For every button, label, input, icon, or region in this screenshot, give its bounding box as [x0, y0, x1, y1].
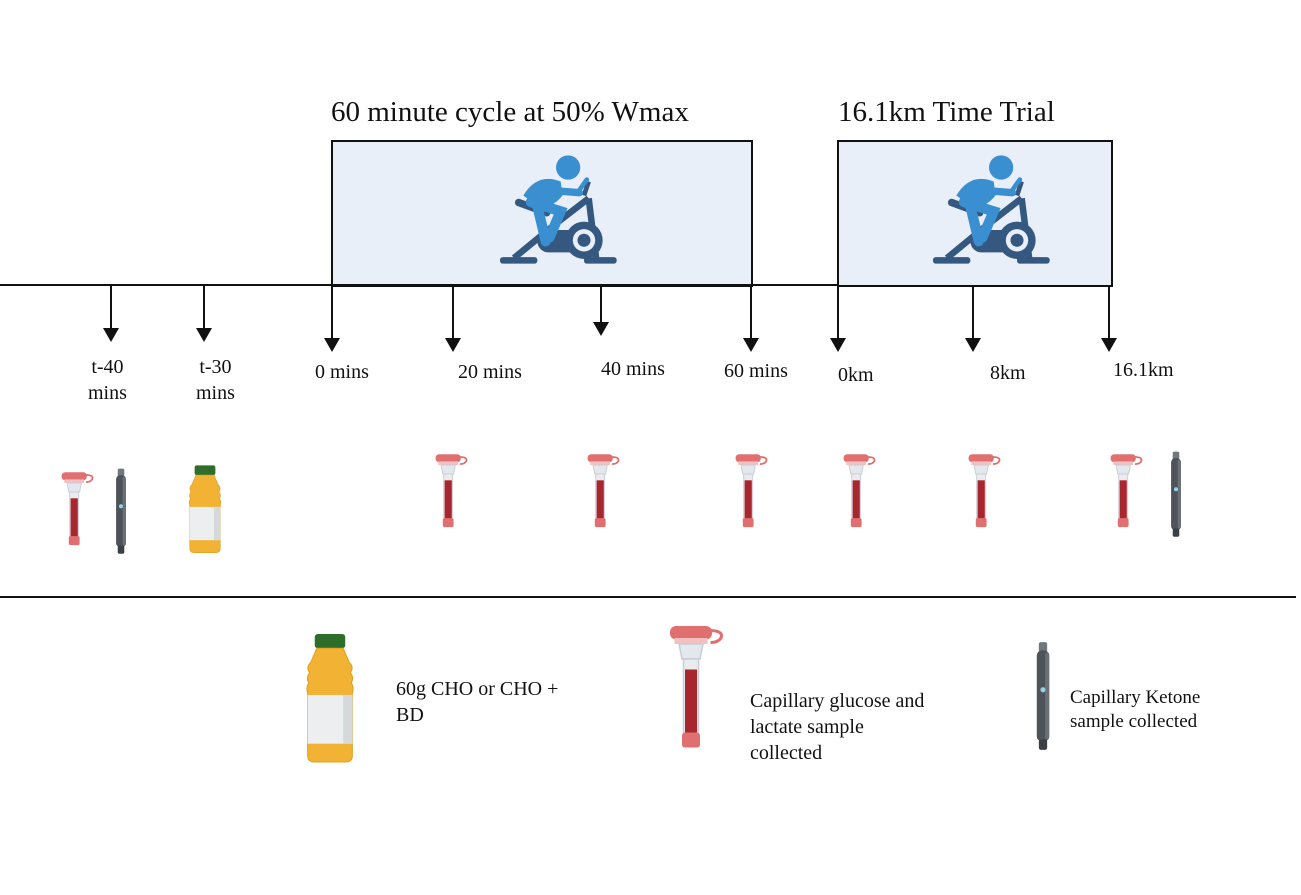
timepoint-label-20-mins: 20 mins	[458, 361, 522, 383]
drink-bottle-icon	[186, 464, 224, 554]
time-trial-box	[837, 140, 1113, 287]
timepoint-arrow	[196, 286, 212, 342]
timepoint-label-line: t-30	[199, 356, 232, 378]
capillary-tube-icon	[965, 450, 1001, 534]
timepoint-arrow	[324, 286, 340, 352]
capillary-tube-icon	[1107, 450, 1143, 534]
timepoint-arrow	[593, 286, 609, 336]
timepoint-label-t-30: t-30 mins	[196, 354, 235, 406]
capillary-tube-icon	[840, 450, 876, 534]
timepoint-arrow	[445, 286, 461, 352]
timepoint-arrow	[965, 286, 981, 352]
timepoint-arrow	[103, 286, 119, 342]
legend-drink-text: 60g CHO or CHO + BD	[396, 676, 558, 728]
capillary-tube-icon	[732, 450, 768, 534]
timepoint-label-0-mins: 0 mins	[315, 361, 369, 383]
capillary-tube-icon	[58, 468, 94, 552]
timepoint-label-60-mins: 60 mins	[724, 360, 788, 382]
legend-line: 60g CHO or CHO +	[396, 678, 559, 700]
legend-line: Capillary glucose and	[750, 690, 925, 712]
ketone-meter-icon	[1167, 450, 1185, 540]
timeline-axis	[0, 284, 838, 286]
capillary-tube-icon	[432, 450, 468, 534]
timepoint-arrow	[743, 286, 759, 352]
ketone-meter-icon	[1032, 640, 1054, 754]
capillary-tube-icon	[664, 620, 724, 758]
ketone-meter-icon	[112, 467, 130, 557]
timepoint-arrow	[830, 286, 846, 352]
cyclist-icon	[486, 142, 626, 277]
cyclist-icon	[919, 142, 1059, 277]
timepoint-label-0km: 0km	[838, 364, 874, 386]
capillary-tube-icon	[584, 450, 620, 534]
legend-divider	[0, 596, 1296, 598]
phase-title-steady-cycle: 60 minute cycle at 50% Wmax	[331, 96, 689, 128]
timepoint-label-line: mins	[196, 382, 235, 404]
legend-line: sample collected	[1070, 711, 1198, 732]
legend-line: collected	[750, 742, 823, 764]
steady-cycle-box	[331, 140, 753, 287]
legend-line: Capillary Ketone	[1070, 687, 1201, 708]
timepoint-label-t-40: t-40 mins	[88, 354, 127, 406]
timepoint-label-line: t-40	[91, 356, 124, 378]
timepoint-label-line: mins	[88, 382, 127, 404]
phase-title-time-trial: 16.1km Time Trial	[838, 96, 1055, 128]
legend-line: lactate sample	[750, 716, 864, 738]
timepoint-label-40-mins: 40 mins	[601, 358, 665, 380]
legend-ketone-text: Capillary Ketone sample collected	[1070, 686, 1200, 734]
timepoint-label-16-1km: 16.1km	[1113, 359, 1174, 381]
timepoint-arrow	[1101, 286, 1117, 352]
drink-bottle-icon	[302, 632, 358, 764]
legend-tube-text: Capillary glucose and lactate sample col…	[750, 688, 924, 766]
legend-line: BD	[396, 704, 424, 726]
timepoint-label-8km: 8km	[990, 362, 1026, 384]
